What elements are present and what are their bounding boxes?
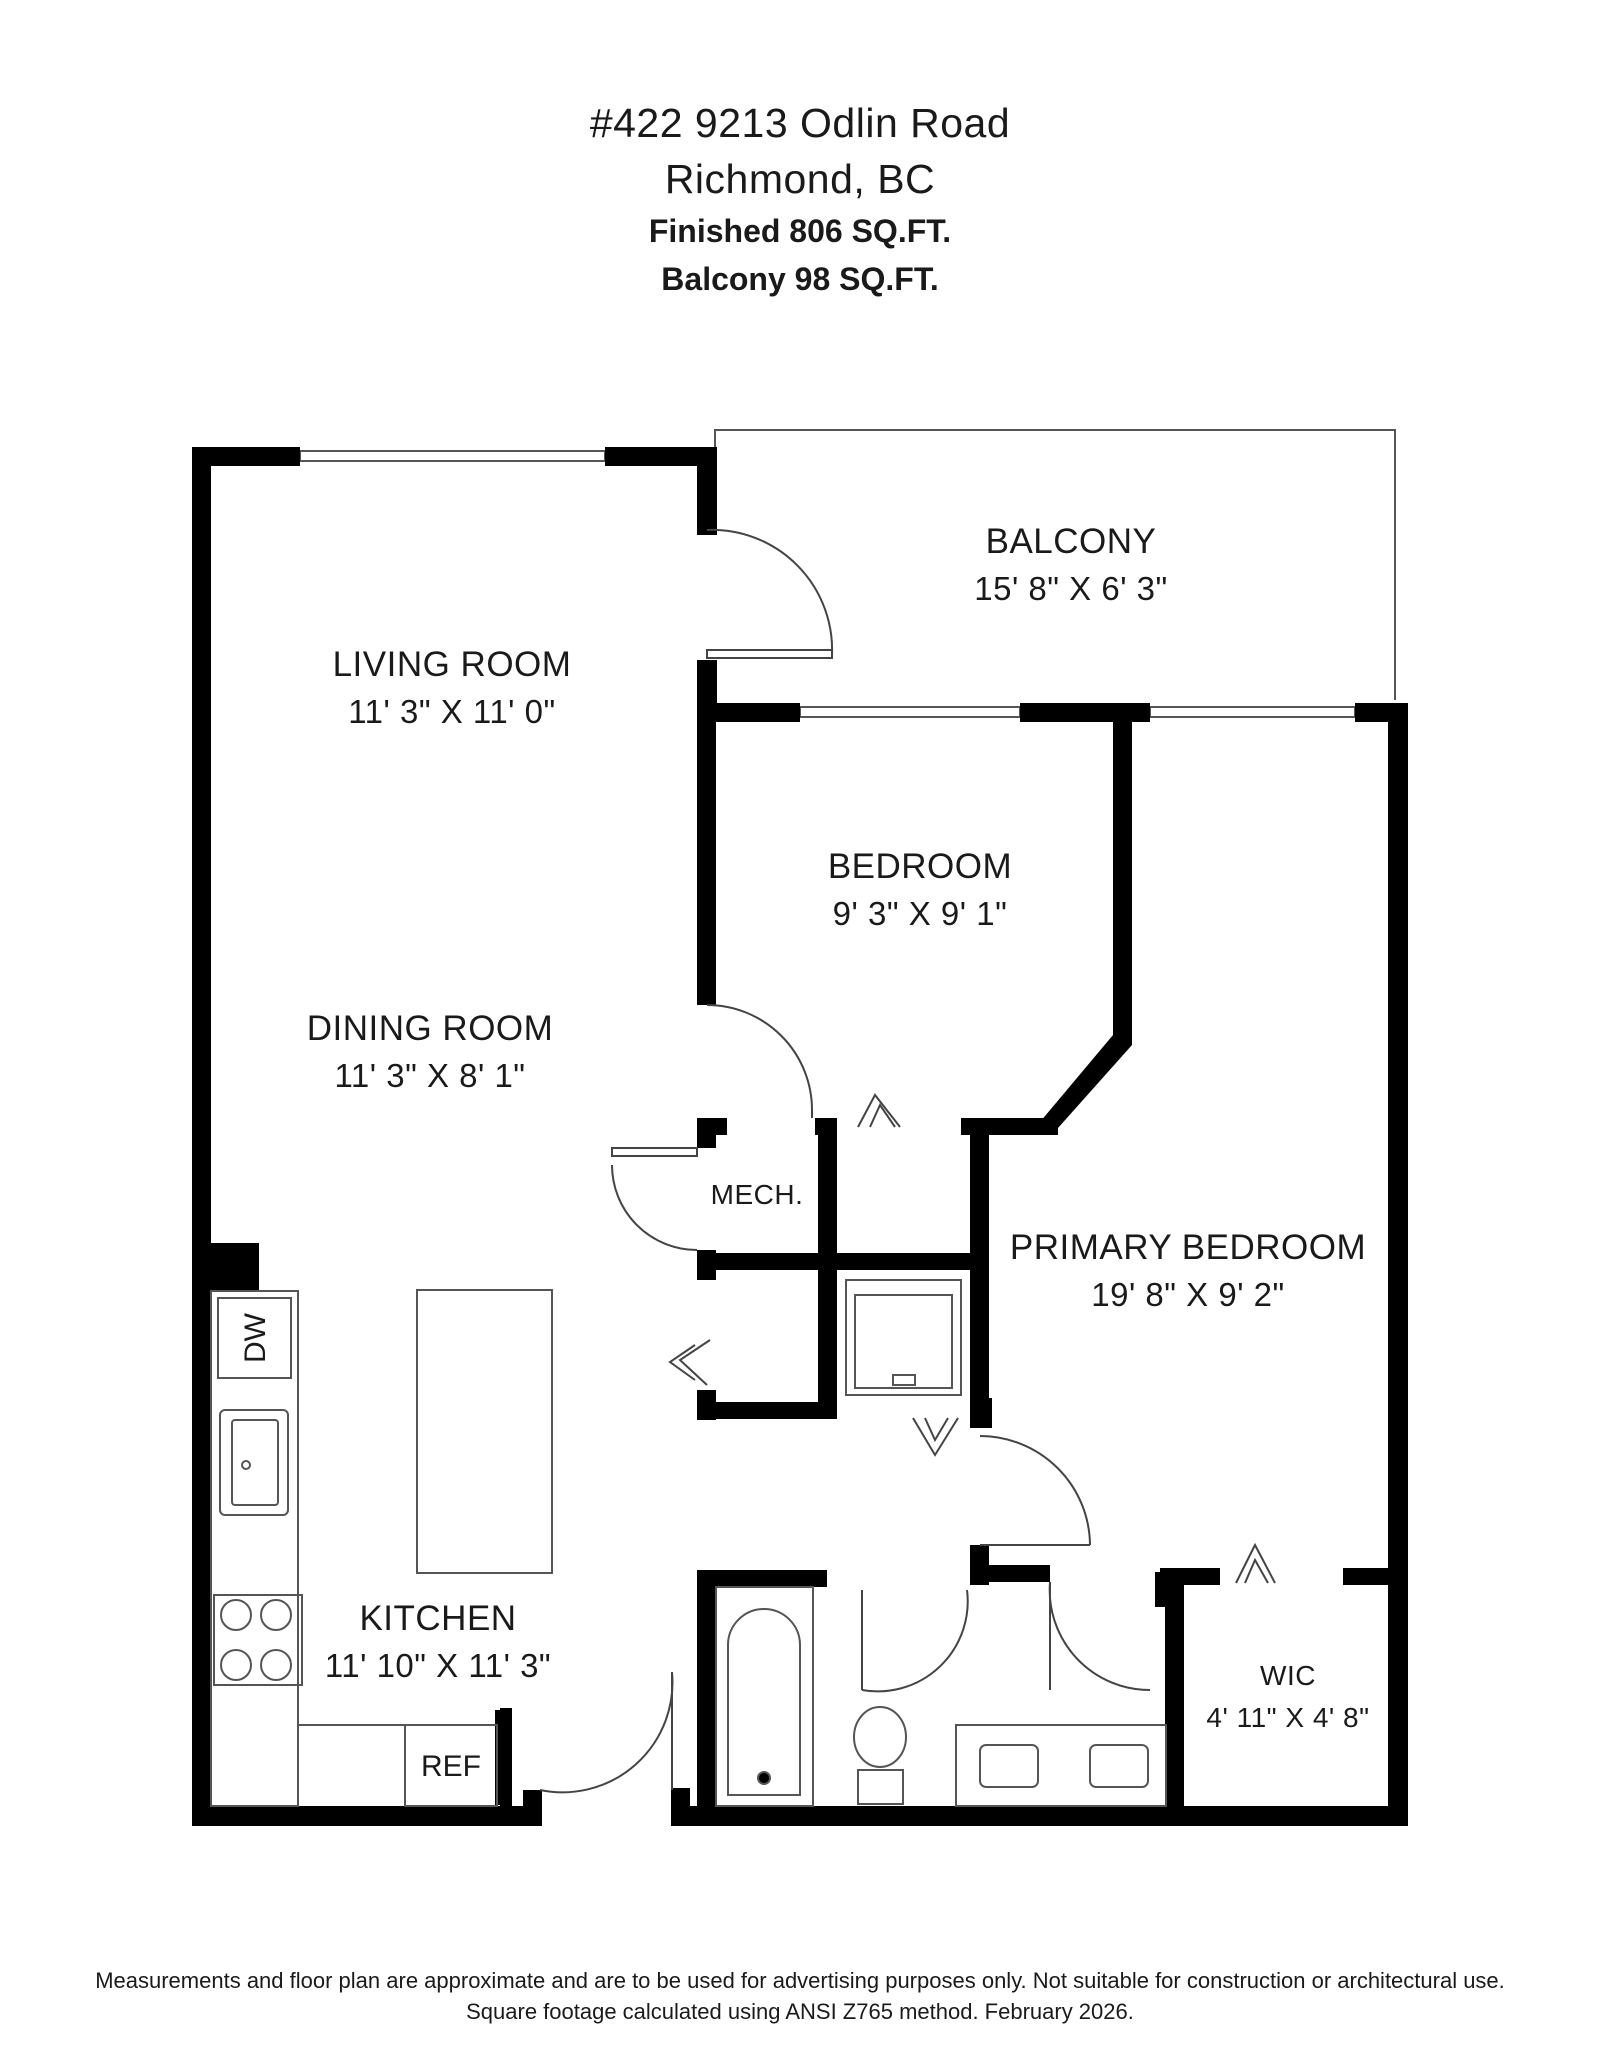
- vanity: [955, 1724, 1167, 1807]
- primary-window: [1149, 706, 1356, 718]
- doors: [539, 528, 1276, 1794]
- kitchen-island: [416, 1289, 553, 1574]
- mech-name: MECH.: [711, 1179, 804, 1210]
- balcony-dims: 15' 8" X 6' 3": [974, 570, 1167, 607]
- dishwasher-label: DW: [239, 1312, 272, 1363]
- refrigerator-label: REF: [421, 1750, 481, 1783]
- bathtub: [715, 1586, 814, 1807]
- closet-bifold: [678, 1339, 711, 1386]
- disclaimer-line-2: Square footage calculated using ANSI Z76…: [466, 1999, 1134, 2024]
- dishwasher: [217, 1297, 292, 1379]
- bedroom-dims: 9' 3" X 9' 1": [833, 895, 1008, 932]
- kitchen-counter: [210, 1290, 299, 1807]
- dining-room-name: DINING ROOM: [307, 1009, 554, 1048]
- refrigerator: [404, 1724, 498, 1807]
- wic-dims: 4' 11" X 4' 8": [1206, 1702, 1369, 1733]
- living-room-dims: 11' 3" X 11' 0": [348, 693, 555, 730]
- address-line: #422 9213 Odlin Road: [589, 100, 1011, 146]
- primary-bedroom-dims: 19' 8" X 9' 2": [1091, 1276, 1284, 1313]
- washer-dryer: [845, 1279, 962, 1396]
- ensuite-door: [1048, 1581, 1151, 1692]
- hall-bifold: [912, 1417, 959, 1457]
- mech-door: [611, 1164, 698, 1251]
- wic-bifold: [1235, 1542, 1276, 1584]
- plan-header: #422 9213 Odlin Road Richmond, BC Finish…: [0, 95, 1600, 303]
- finished-area: Finished 806 SQ.FT.: [648, 213, 952, 249]
- kitchen-dims: 11' 10" X 11' 3": [325, 1647, 551, 1684]
- toilet: [853, 1706, 907, 1768]
- living-room-name: LIVING ROOM: [333, 645, 572, 684]
- bedroom-closet-bifold: [857, 1093, 901, 1128]
- walls: [192, 447, 1408, 1826]
- room-labels: BALCONY 15' 8" X 6' 3" LIVING ROOM 11' 3…: [307, 522, 1369, 1733]
- kitchen-name: KITCHEN: [359, 1599, 516, 1638]
- bedroom-name: BEDROOM: [828, 847, 1012, 886]
- city-line: Richmond, BC: [664, 156, 936, 202]
- disclaimer: Measurements and floor plan are approxim…: [0, 1965, 1600, 2027]
- balcony-outline: [714, 429, 1396, 700]
- bedroom-window: [799, 706, 1021, 718]
- balcony-area: Balcony 98 SQ.FT.: [661, 261, 939, 297]
- primary-bedroom-name: PRIMARY BEDROOM: [1010, 1228, 1366, 1267]
- wic-name: WIC: [1260, 1660, 1316, 1691]
- living-window: [299, 450, 606, 462]
- bathroom-fixtures: [715, 1586, 1167, 1807]
- balcony-door: [706, 528, 834, 656]
- primary-door: [979, 1435, 1091, 1546]
- disclaimer-line-1: Measurements and floor plan are approxim…: [95, 1968, 1505, 1993]
- entry-door: [539, 1671, 674, 1794]
- kitchen-sink: [219, 1409, 289, 1516]
- dining-room-dims: 11' 3" X 8' 1": [334, 1057, 525, 1094]
- bedroom-door: [706, 1004, 813, 1111]
- balcony-name: BALCONY: [986, 522, 1157, 561]
- bath-door: [861, 1589, 969, 1693]
- kitchen-fixtures: [210, 1289, 553, 1807]
- cooktop: [213, 1594, 303, 1686]
